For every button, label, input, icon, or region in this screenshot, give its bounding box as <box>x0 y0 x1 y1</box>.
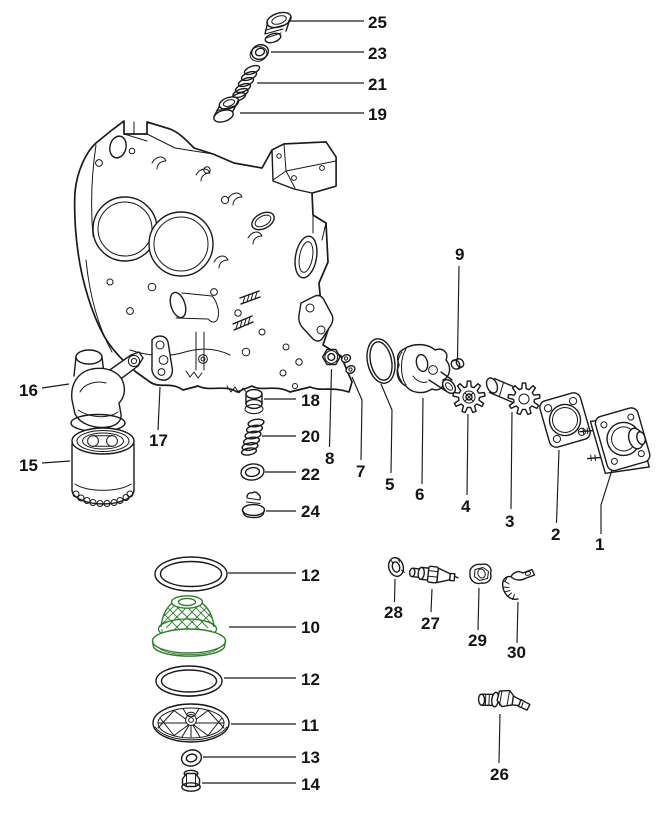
part-12-gasket-upper <box>154 556 228 592</box>
part-6-oil-pump-body <box>396 343 457 395</box>
callout-17[interactable]: 17 <box>149 431 168 450</box>
leader-16 <box>41 383 70 389</box>
callout-11[interactable]: 11 <box>301 716 319 735</box>
callout-30[interactable]: 30 <box>507 643 526 662</box>
part-17-gasket <box>151 335 174 381</box>
part-21-spring <box>230 64 261 102</box>
part-20-spring <box>240 418 265 456</box>
leader-3 <box>510 411 513 510</box>
part-14-nut <box>181 769 201 792</box>
part-25-screw-plug <box>264 11 292 44</box>
part-30-clip <box>501 568 536 600</box>
part-19-plunger <box>213 96 240 123</box>
part-8-nut <box>321 348 341 366</box>
part-7-washers <box>340 354 356 374</box>
callout-12-upper[interactable]: 12 <box>301 566 320 585</box>
part-26-pressure-switch <box>477 689 531 711</box>
callout-25[interactable]: 25 <box>368 13 387 32</box>
leader-28 <box>393 578 396 603</box>
part-18-plunger <box>244 388 264 415</box>
part-15-oil-filter <box>71 427 135 507</box>
leader-8 <box>328 368 333 448</box>
part-5-o-ring <box>366 338 396 384</box>
part-13-washer <box>180 749 203 767</box>
part-29-plug <box>469 563 492 585</box>
part-1-pump-cover <box>579 407 651 474</box>
leader-4 <box>466 413 469 496</box>
part-28-seal-ring <box>387 556 405 578</box>
leader-lines <box>41 20 613 784</box>
part-2-gasket <box>539 392 591 448</box>
leader-30 <box>516 601 519 644</box>
part-11-strainer-plate <box>152 703 230 743</box>
callout-5[interactable]: 5 <box>385 475 394 494</box>
callout-14[interactable]: 14 <box>301 775 320 794</box>
callout-7[interactable]: 7 <box>356 462 365 481</box>
leader-7 <box>351 376 363 461</box>
callout-16[interactable]: 16 <box>19 381 38 400</box>
callout-8[interactable]: 8 <box>325 449 334 468</box>
callout-labels: 25 23 21 19 16 15 17 18 20 22 24 8 7 5 6… <box>19 13 604 794</box>
part-9-pin <box>450 357 465 370</box>
leader-29 <box>477 587 480 631</box>
leader-2 <box>555 449 560 524</box>
callout-4[interactable]: 4 <box>461 497 471 516</box>
callout-12-lower[interactable]: 12 <box>301 670 320 689</box>
part-24-screw-plug <box>241 491 266 519</box>
part-12-gasket-lower <box>155 665 223 697</box>
part-23-seal-ring <box>249 43 270 62</box>
part-27-temp-sender <box>408 565 459 584</box>
leader-1 <box>600 469 613 534</box>
leader-9 <box>456 265 460 359</box>
part-16-oil-filter-flange <box>70 349 144 433</box>
callout-29[interactable]: 29 <box>468 631 487 650</box>
callout-28[interactable]: 28 <box>384 603 403 622</box>
part-22-seal-ring <box>240 463 265 481</box>
part-3-gear-shaft <box>485 377 541 416</box>
leader-5 <box>380 383 393 474</box>
callout-9[interactable]: 9 <box>455 245 464 264</box>
leader-26 <box>498 713 501 764</box>
callout-27[interactable]: 27 <box>421 614 440 633</box>
callout-6[interactable]: 6 <box>415 485 424 504</box>
leader-6 <box>421 397 424 485</box>
part-4-gear <box>452 380 486 414</box>
callout-19[interactable]: 19 <box>368 105 387 124</box>
leader-27 <box>430 588 433 613</box>
callout-2[interactable]: 2 <box>551 525 560 544</box>
callout-10[interactable]: 10 <box>301 618 320 637</box>
callout-3[interactable]: 3 <box>505 512 514 531</box>
callout-20[interactable]: 20 <box>301 427 320 446</box>
callout-22[interactable]: 22 <box>301 465 320 484</box>
callout-23[interactable]: 23 <box>368 44 387 63</box>
callout-21[interactable]: 21 <box>368 75 387 94</box>
engine-block <box>73 120 353 394</box>
callout-24[interactable]: 24 <box>301 502 320 521</box>
part-10-oil-strainer <box>151 595 227 657</box>
callout-26[interactable]: 26 <box>490 765 509 784</box>
leader-15 <box>41 460 71 464</box>
callout-15[interactable]: 15 <box>19 456 38 475</box>
callout-18[interactable]: 18 <box>301 391 320 410</box>
callout-13[interactable]: 13 <box>301 748 320 767</box>
callout-1[interactable]: 1 <box>595 535 604 554</box>
leader-17 <box>157 386 161 431</box>
